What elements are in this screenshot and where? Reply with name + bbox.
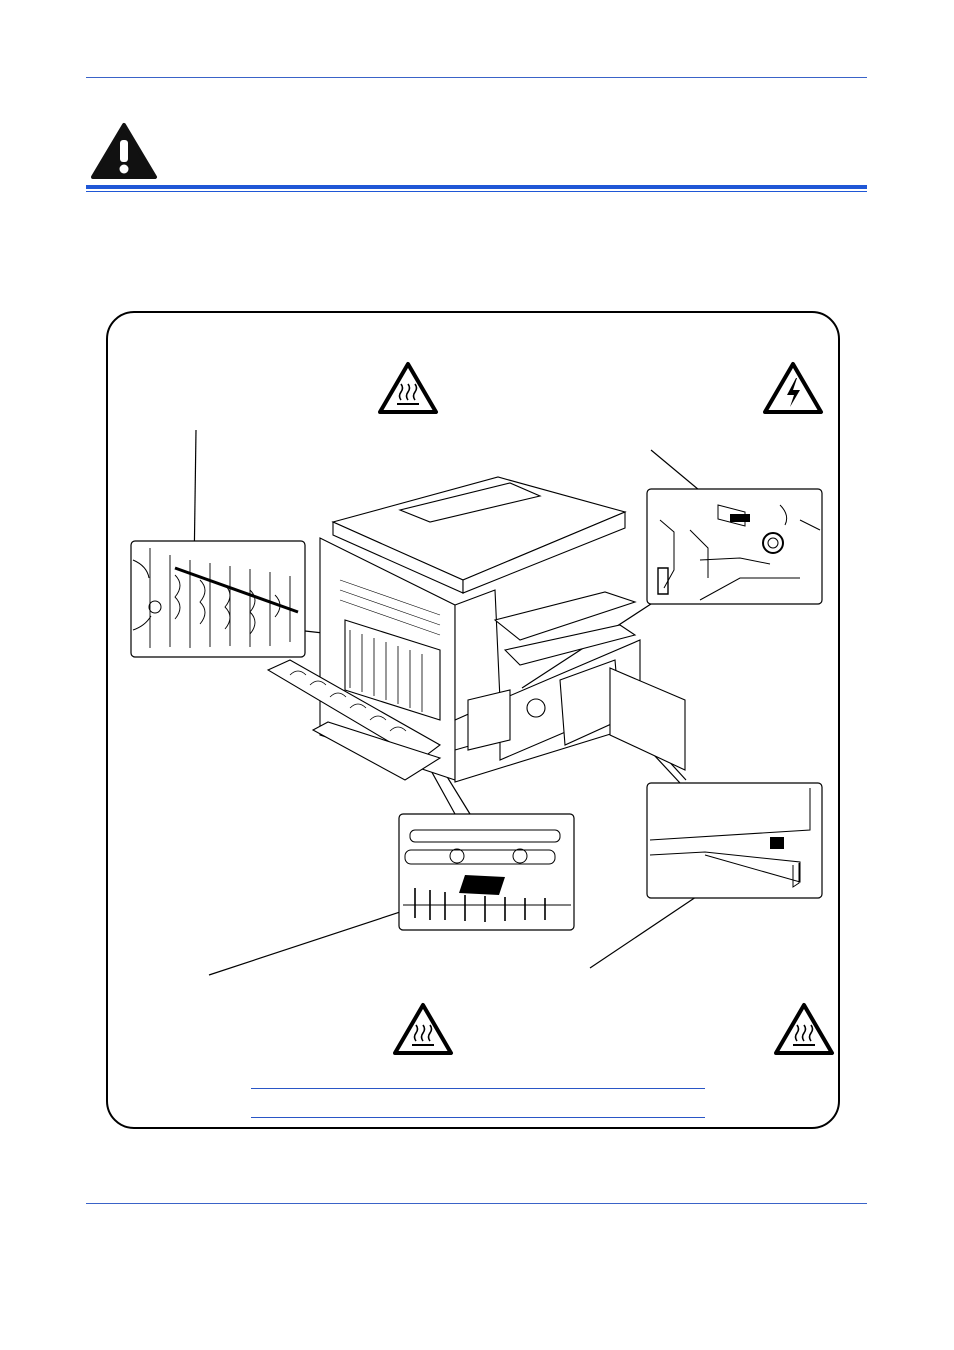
hot-surface-warning-icon	[378, 362, 438, 414]
charger-detail	[646, 488, 823, 605]
hot-surface-warning-icon	[393, 1003, 453, 1055]
caution-exclamation-icon	[91, 123, 157, 179]
header-rule	[86, 77, 867, 78]
title-rule-thin	[86, 191, 867, 192]
copier-illustration	[266, 476, 686, 783]
hot-surface-warning-icon	[774, 1003, 834, 1055]
footer-rule	[86, 1203, 867, 1204]
paper-guide-detail	[398, 813, 575, 931]
title-rule	[86, 185, 867, 189]
inner-cover-detail	[646, 782, 823, 899]
figure-caption-rule-bottom	[251, 1117, 705, 1118]
figure-caption-rule-top	[251, 1088, 705, 1089]
high-voltage-warning-icon	[763, 362, 823, 414]
fuser-unit-detail	[130, 540, 306, 658]
warning-label-frame	[106, 311, 840, 1129]
